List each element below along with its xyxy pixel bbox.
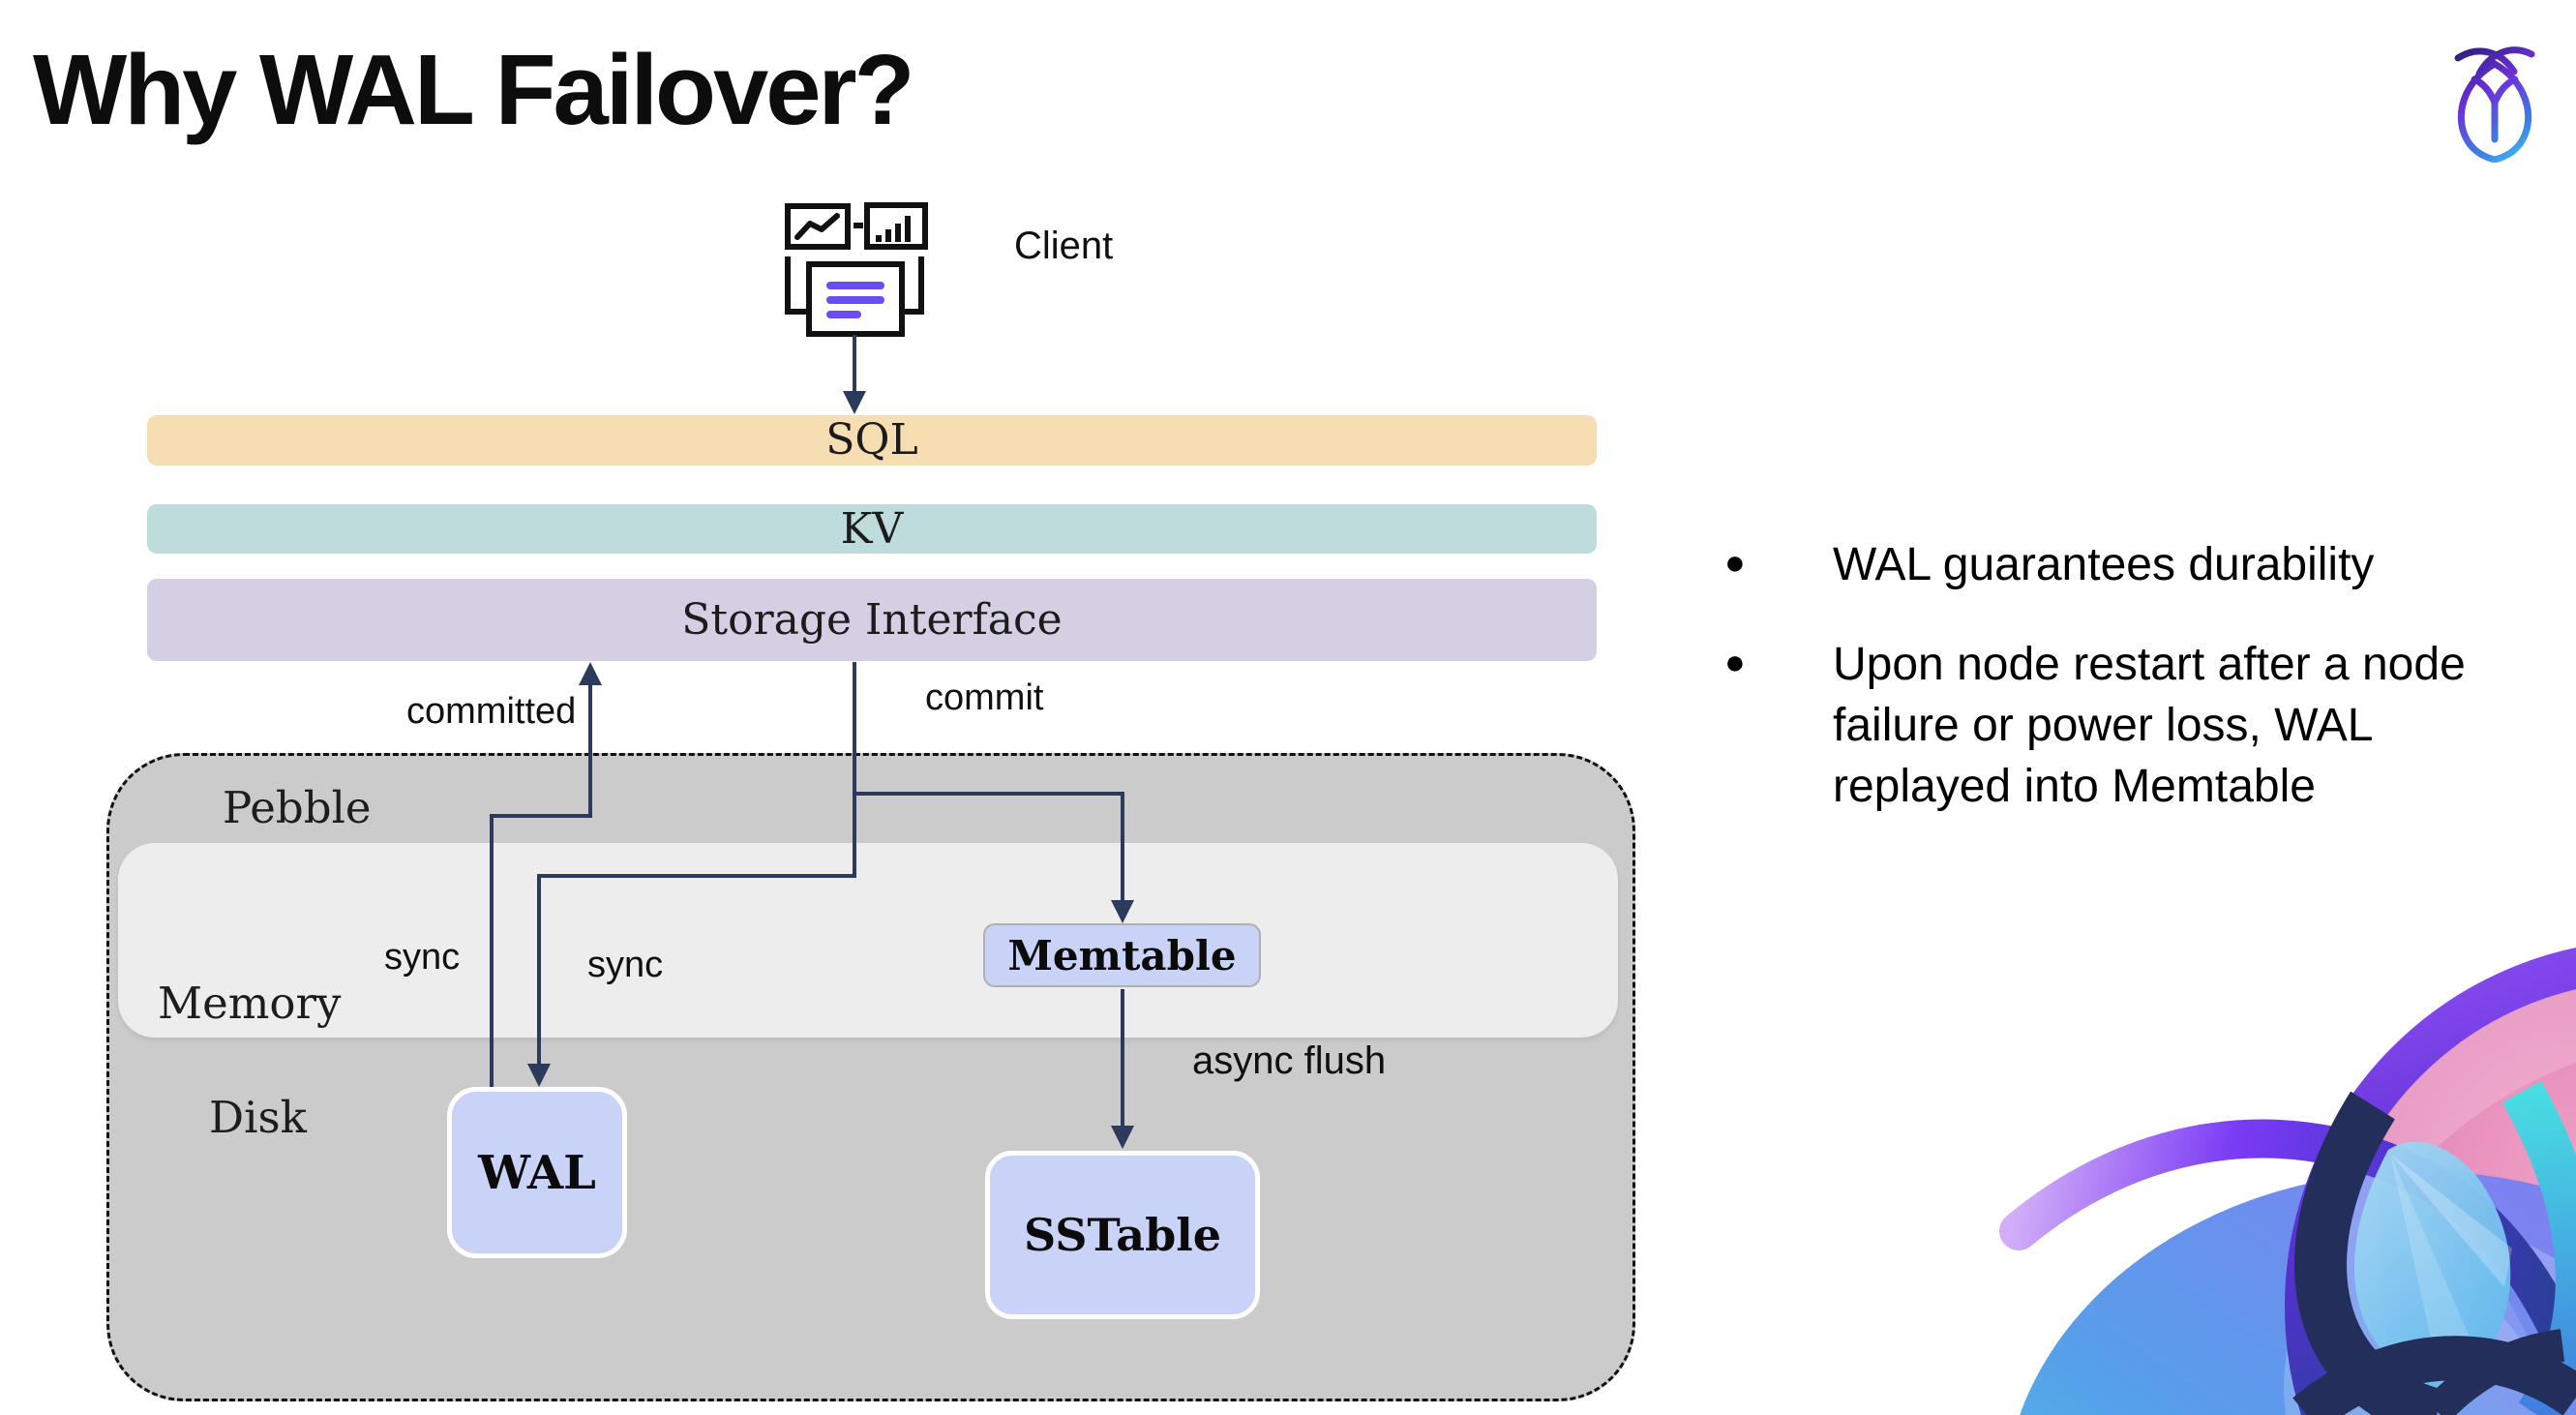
bullet-list: ● WAL guarantees durability ● Upon node …	[1724, 534, 2557, 856]
memory-label: Memory	[158, 978, 342, 1029]
disk-label: Disk	[209, 1092, 307, 1143]
async-flush-label: async flush	[1192, 1039, 1387, 1082]
sstable-node: SSTable	[985, 1151, 1260, 1319]
committed-label: committed	[406, 691, 577, 732]
kv-layer-bar: KV	[147, 504, 1597, 554]
bullet-item: ● WAL guarantees durability	[1724, 534, 2557, 595]
bullet-marker-icon: ●	[1724, 642, 1746, 681]
client-label: Client	[1014, 225, 1114, 267]
slide-title: Why WAL Failover?	[33, 34, 915, 145]
bullet-item: ● Upon node restart after a node failure…	[1724, 634, 2557, 817]
sync-right-label: sync	[587, 945, 664, 985]
bullet-marker-icon: ●	[1724, 542, 1746, 582]
client-dashboard-icon	[785, 202, 928, 337]
sync-left-label: sync	[384, 937, 461, 978]
commit-label: commit	[925, 677, 1044, 718]
bullet-text: WAL guarantees durability	[1833, 539, 2375, 590]
sql-layer-bar: SQL	[147, 415, 1597, 466]
wal-node: WAL	[447, 1087, 627, 1258]
memtable-node: Memtable	[983, 923, 1261, 987]
storage-interface-layer-bar: Storage Interface	[147, 579, 1597, 661]
memory-band	[118, 843, 1618, 1038]
bullet-text: Upon node restart after a node failure o…	[1833, 639, 2466, 812]
cockroachdb-logo-icon	[2454, 46, 2535, 163]
pebble-label: Pebble	[223, 782, 372, 833]
